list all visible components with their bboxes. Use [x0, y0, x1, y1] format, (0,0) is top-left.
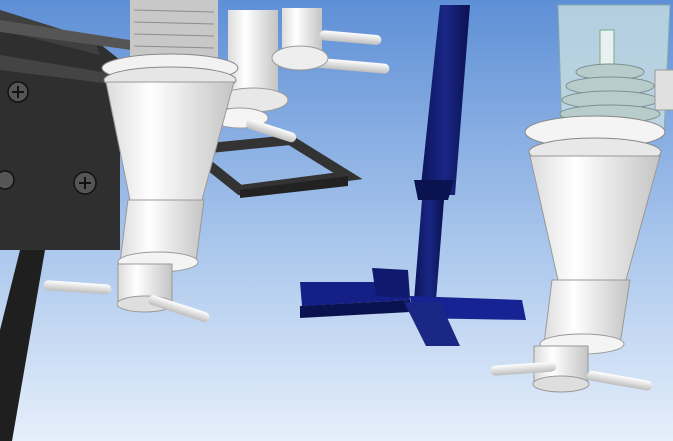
screw-icon: [0, 170, 15, 190]
tool-holder-right: [490, 4, 673, 393]
rack-frame: [177, 134, 363, 198]
machine-frame: [0, 10, 132, 441]
tool-holder-left: [43, 0, 239, 322]
stirrer-paddle: [300, 5, 526, 346]
